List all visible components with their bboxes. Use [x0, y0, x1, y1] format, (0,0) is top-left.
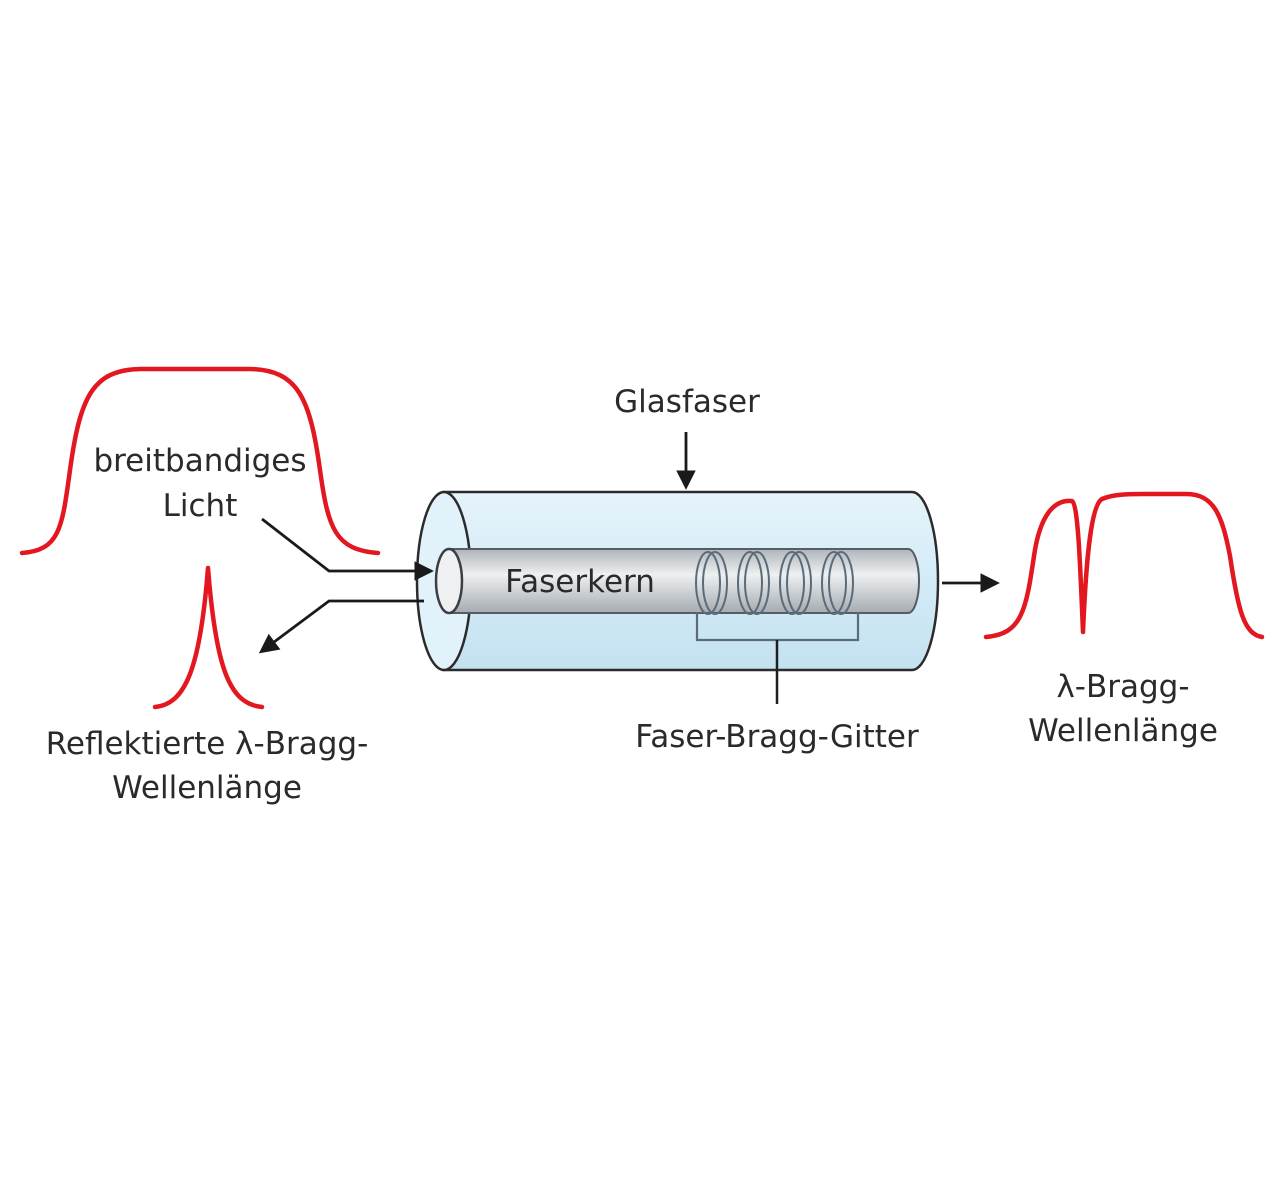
- transmitted-wavelength-label-line2: Wellenlänge: [1028, 713, 1218, 749]
- broadband-spectrum-curve: [19, 366, 381, 556]
- reflected-light-arrow: [258, 599, 424, 654]
- fiber-core-label: Faserkern: [505, 564, 655, 600]
- reflected-wavelength-label-line1: Reflektierte λ-Bragg-: [46, 726, 369, 762]
- grating-ring: [821, 551, 854, 615]
- broadband-light-label-line1: breitbandiges: [93, 443, 306, 479]
- transmitted-wavelength-label-line1: λ-Bragg-: [1056, 669, 1189, 705]
- glasfaser-label: Glasfaser: [614, 384, 760, 420]
- transmitted-spectrum-curve: [983, 491, 1265, 640]
- grating-label: Faser-Bragg-Gitter: [635, 719, 919, 755]
- grating-ring: [737, 551, 770, 615]
- reflected-wavelength-label-line2: Wellenlänge: [112, 770, 302, 806]
- labels: Glasfaser breitbandiges Licht Faserkern …: [46, 384, 1218, 806]
- incoming-light-arrow: [261, 517, 434, 581]
- broadband-light-label-line2: Licht: [163, 488, 238, 524]
- core-front-face: [434, 547, 464, 615]
- grating-ring: [779, 551, 812, 615]
- bragg-grating: [695, 551, 854, 615]
- grating-ring: [695, 551, 728, 615]
- grating-bracket: [695, 612, 860, 704]
- spectra: [19, 366, 1265, 710]
- arrows: [258, 432, 1000, 654]
- reflected-peak-curve: [152, 565, 265, 710]
